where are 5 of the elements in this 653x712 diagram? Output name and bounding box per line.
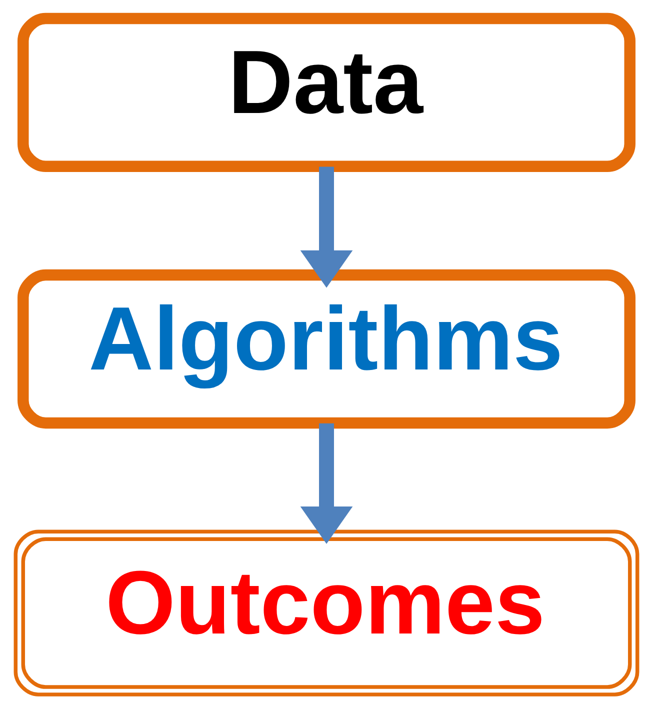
node-box: Algorithms (18, 268, 636, 428)
arrow (300, 166, 353, 288)
node-box: Data (18, 12, 636, 172)
node-box: Outcomes (14, 529, 640, 696)
arrow (300, 422, 353, 544)
